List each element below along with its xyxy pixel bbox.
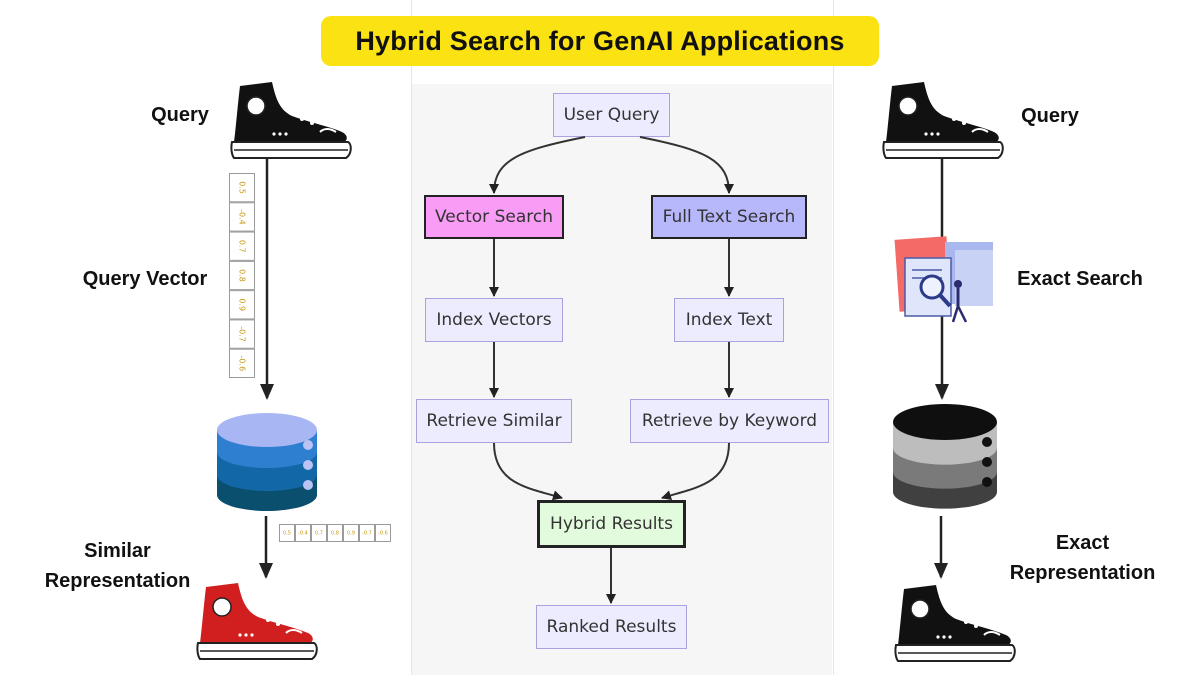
exact-label-line2: Representation xyxy=(1009,562,1156,584)
right-query-label: Query xyxy=(1021,105,1079,127)
vector-cell xyxy=(229,260,255,291)
similar-vector-cell xyxy=(375,524,391,542)
flow-arrow-query-vector xyxy=(489,136,586,194)
full-text-search-node: Full Text Search xyxy=(651,195,807,239)
vector-value: -0.6 xyxy=(238,356,247,372)
similar-vector-value: 0.8 xyxy=(331,531,339,537)
vector-cell xyxy=(229,202,255,232)
similar-representation-label: Similar Representation xyxy=(30,536,205,596)
vector-cell xyxy=(229,348,255,378)
vector-value: 0.5 xyxy=(238,181,247,194)
index-vectors-node: Index Vectors xyxy=(425,298,563,342)
vector-cell xyxy=(229,173,255,203)
vector-cell xyxy=(229,231,255,261)
red-similar-shoe xyxy=(196,582,318,660)
exact-search-illustration xyxy=(894,236,993,323)
similar-vector-row: 0.5 -0.4 0.7 0.8 0.9 -0.7 -0.6 xyxy=(279,524,391,542)
right-divider xyxy=(833,0,834,675)
similar-vector-cell xyxy=(279,524,295,542)
flow-arrow-similar-hybrid xyxy=(493,442,563,501)
right-exact-shoe xyxy=(894,584,1016,662)
exact-representation-label: Exact Representation xyxy=(995,528,1170,588)
left-query-shoe xyxy=(230,81,352,159)
vector-cell xyxy=(229,290,255,320)
vector-value: 0.8 xyxy=(238,269,247,282)
vector-database-icon xyxy=(217,413,317,511)
left-divider xyxy=(411,0,412,675)
vector-value: -0.4 xyxy=(238,209,247,225)
similar-vector-value: -0.7 xyxy=(362,531,372,537)
page-title: Hybrid Search for GenAI Applications xyxy=(321,16,879,66)
vector-value: 0.9 xyxy=(238,298,247,311)
right-query-shoe xyxy=(882,81,1004,159)
flow-arrow-keyword-hybrid xyxy=(661,442,730,500)
similar-label-line1: Similar xyxy=(84,540,151,562)
index-text-node: Index Text xyxy=(674,298,784,342)
exact-label-line1: Exact xyxy=(1055,532,1110,554)
flow-panel xyxy=(412,84,832,675)
flow-arrow-query-fulltext xyxy=(639,136,734,194)
similar-label-line2: Representation xyxy=(44,570,191,592)
exact-database-icon xyxy=(893,404,997,509)
query-vector-column: 0.5 -0.4 0.7 0.8 0.9 -0.7 -0.6 xyxy=(229,173,255,378)
similar-vector-cell xyxy=(295,524,311,542)
ranked-results-node: Ranked Results xyxy=(536,605,687,649)
query-vector-label: Query Vector xyxy=(82,268,208,290)
user-query-node: User Query xyxy=(553,93,670,137)
exact-search-label: Exact Search xyxy=(1017,268,1143,290)
vector-value: -0.7 xyxy=(238,326,247,342)
similar-vector-value: 0.7 xyxy=(315,531,323,537)
similar-vector-value: -0.6 xyxy=(378,531,388,537)
similar-vector-value: 0.9 xyxy=(347,531,355,537)
vector-search-node: Vector Search xyxy=(424,195,564,239)
vector-value: 0.7 xyxy=(238,240,247,253)
similar-vector-cell xyxy=(311,524,327,542)
similar-vector-cell xyxy=(343,524,359,542)
similar-vector-cell xyxy=(359,524,375,542)
hybrid-results-node: Hybrid Results xyxy=(537,500,686,548)
retrieve-similar-node: Retrieve Similar xyxy=(416,399,572,443)
left-query-label: Query xyxy=(151,104,209,126)
similar-vector-value: 0.5 xyxy=(283,531,291,537)
retrieve-keyword-node: Retrieve by Keyword xyxy=(630,399,829,443)
vector-cell xyxy=(229,319,255,349)
similar-vector-value: -0.4 xyxy=(298,531,308,537)
similar-vector-cell xyxy=(327,524,343,542)
